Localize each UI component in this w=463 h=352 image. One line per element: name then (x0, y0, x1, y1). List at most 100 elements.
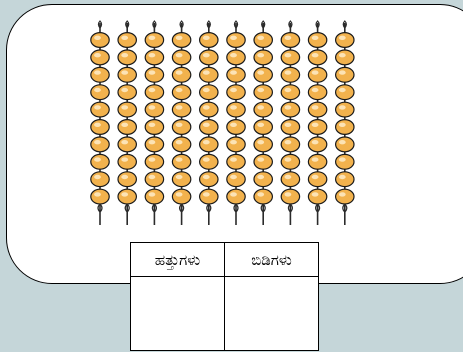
bead (281, 154, 299, 169)
bead-highlight (339, 192, 346, 196)
bead-highlight (230, 88, 237, 92)
bead-highlight (230, 70, 237, 74)
bead-highlight (149, 123, 156, 127)
bead (200, 137, 218, 152)
tens-answer-cell[interactable] (131, 277, 225, 351)
bead (281, 102, 299, 117)
bead (281, 172, 299, 187)
bead (91, 33, 109, 48)
bead-highlight (149, 140, 156, 144)
bead-highlight (257, 70, 264, 74)
bead-highlight (339, 36, 346, 40)
bead (91, 50, 109, 65)
bead (227, 189, 245, 204)
bead (254, 33, 272, 48)
bead (145, 172, 163, 187)
bead-highlight (312, 70, 319, 74)
bead (91, 189, 109, 204)
bead-highlight (203, 53, 210, 57)
bead-highlight (94, 88, 101, 92)
bead-highlight (149, 192, 156, 196)
bead (308, 33, 326, 48)
bead-highlight (257, 105, 264, 109)
bead-highlight (257, 192, 264, 196)
bead-highlight (339, 105, 346, 109)
bead-highlight (230, 123, 237, 127)
bead-highlight (339, 140, 346, 144)
bead (227, 172, 245, 187)
bead (118, 137, 136, 152)
bead-highlight (285, 53, 292, 57)
header-ones: ಬಿಡಿಗಳು (225, 243, 319, 277)
bead-highlight (230, 157, 237, 161)
bead (91, 120, 109, 135)
bead-highlight (257, 123, 264, 127)
bead-highlight (230, 192, 237, 196)
bead (91, 154, 109, 169)
bead-highlight (203, 157, 210, 161)
bead-highlight (257, 88, 264, 92)
bead (91, 85, 109, 100)
bead (200, 120, 218, 135)
bead (227, 85, 245, 100)
bead (281, 85, 299, 100)
ones-answer-cell[interactable] (225, 277, 319, 351)
bead-highlight (176, 53, 183, 57)
bead-highlight (257, 140, 264, 144)
header-tens: ಹತ್ತುಗಳು (131, 243, 225, 277)
bead (281, 189, 299, 204)
bead (91, 137, 109, 152)
bead-string-of-ten-icon (91, 21, 109, 225)
bead (254, 102, 272, 117)
bead (254, 154, 272, 169)
bead-highlight (121, 140, 128, 144)
bead-highlight (94, 175, 101, 179)
bead-highlight (285, 36, 292, 40)
bead (254, 137, 272, 152)
bead (227, 154, 245, 169)
bead (227, 102, 245, 117)
bead (172, 85, 190, 100)
bead-highlight (94, 140, 101, 144)
bead-highlight (230, 105, 237, 109)
bead-string-of-ten-icon (118, 21, 136, 225)
bead-highlight (203, 123, 210, 127)
bead-highlight (312, 88, 319, 92)
bead (308, 67, 326, 82)
bead (145, 137, 163, 152)
bead-highlight (339, 88, 346, 92)
bead-highlight (176, 70, 183, 74)
table-header-row: ಹತ್ತುಗಳು ಬಿಡಿಗಳು (131, 243, 319, 277)
bead (308, 120, 326, 135)
bead (336, 67, 354, 82)
bead-highlight (121, 88, 128, 92)
bead (336, 137, 354, 152)
bead (172, 120, 190, 135)
bead (336, 154, 354, 169)
bead-highlight (149, 105, 156, 109)
bead-highlight (257, 53, 264, 57)
bead-highlight (312, 36, 319, 40)
bead-highlight (312, 192, 319, 196)
bead-highlight (176, 140, 183, 144)
bead-highlight (285, 70, 292, 74)
bead (118, 67, 136, 82)
bead (118, 85, 136, 100)
bead-highlight (285, 157, 292, 161)
bead (172, 67, 190, 82)
bead-highlight (121, 175, 128, 179)
bead (145, 189, 163, 204)
bead (254, 189, 272, 204)
bead-highlight (176, 123, 183, 127)
bead-highlight (230, 53, 237, 57)
bead-highlight (94, 53, 101, 57)
bead-highlight (230, 175, 237, 179)
bead-highlight (230, 140, 237, 144)
bead-highlight (149, 88, 156, 92)
bead-highlight (285, 175, 292, 179)
bead (227, 137, 245, 152)
bead (308, 50, 326, 65)
bead-highlight (176, 175, 183, 179)
bead (118, 50, 136, 65)
bead-highlight (339, 53, 346, 57)
